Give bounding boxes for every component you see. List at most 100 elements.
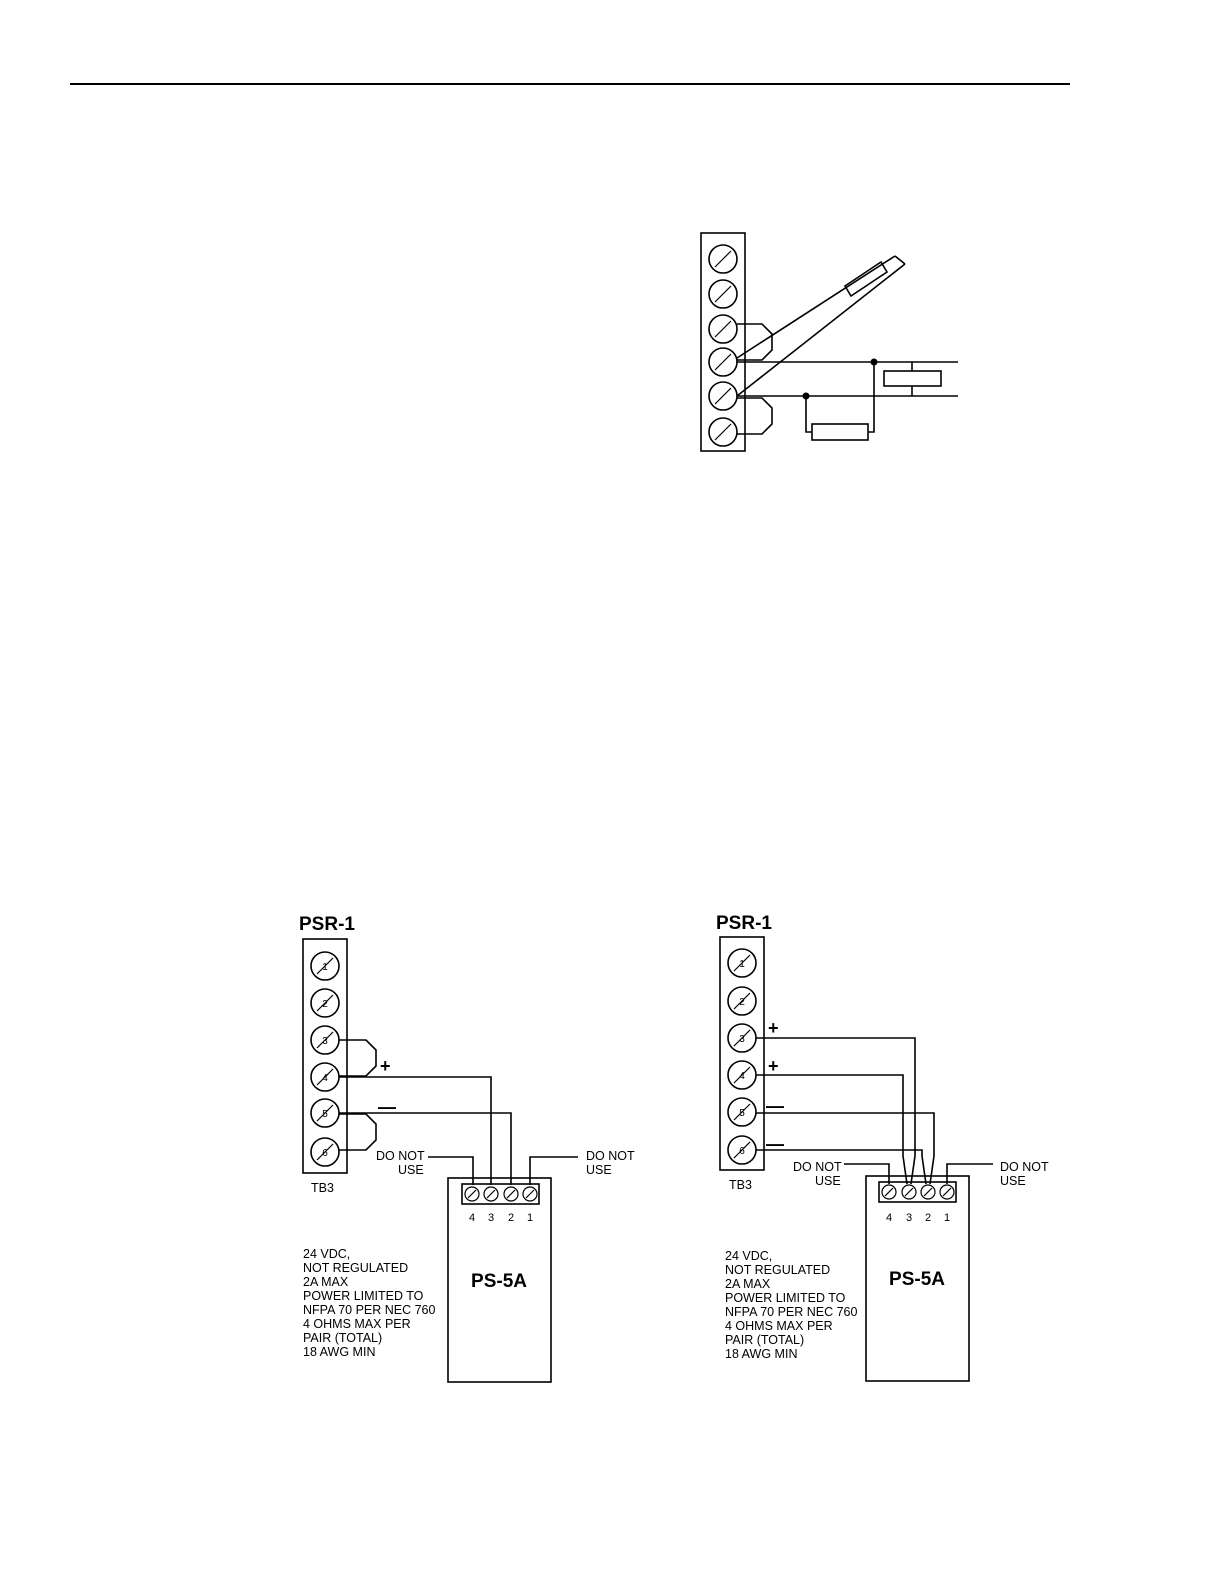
figure-b-jumper-5-6	[339, 1113, 377, 1151]
figure-c-do-not-use-lead-right	[946, 1163, 993, 1184]
figure-b-jumper-3-4	[339, 1039, 377, 1077]
figure-b-ps5a-terminal-strip	[461, 1183, 540, 1205]
figure-b-spec-line-3: 2A MAX	[303, 1275, 349, 1289]
figure-c-spec-line-7: PAIR (TOTAL)	[725, 1333, 804, 1347]
figure-c-terminal-block	[719, 936, 765, 1171]
figure-c-do-not-use-left-line1: DO NOT	[793, 1160, 842, 1174]
figure-c-screw-3: 3	[727, 1023, 757, 1053]
figure-b-screw-5: 5	[310, 1098, 340, 1128]
figure-c-spec-line-5: NFPA 70 PER NEC 760	[725, 1305, 858, 1319]
figure-b-ps5a-screw-1	[522, 1186, 538, 1202]
figure-c-ps5a-screw-4	[881, 1184, 897, 1200]
figure-c-wire-terminal-5	[756, 1112, 935, 1185]
figure-c-ps5a-terminal-1: 1	[944, 1212, 950, 1224]
figure-b-screw-3: 3	[310, 1025, 340, 1055]
figure-c-spec-line-4: POWER LIMITED TO	[725, 1291, 846, 1305]
figure-a-terminal-diagram	[700, 232, 958, 452]
figure-a-cable-edge-upper	[736, 255, 896, 359]
figure-b-screw-4: 4	[310, 1062, 340, 1092]
figure-c-do-not-use-lead-left	[844, 1163, 890, 1184]
figure-c-wire-terminal-6	[756, 1149, 927, 1185]
figure-a-resistor-loop	[805, 362, 875, 433]
figure-b-do-not-use-right-line2: USE	[586, 1163, 612, 1177]
figure-a-resistor-bottom	[811, 423, 869, 441]
figure-b-plus-sign: +	[380, 1056, 391, 1076]
figure-c-plus-sign-4: +	[768, 1056, 779, 1076]
figure-c-minus-sign-5: —	[766, 1096, 784, 1116]
figure-a-jumper-3-4	[737, 323, 773, 361]
figure-b-screw-1: 1	[310, 951, 340, 981]
figure-a-resistor-vertical	[883, 370, 942, 387]
figure-b-spec-line-6: 4 OHMS MAX PER	[303, 1317, 411, 1331]
figure-c-ps5a-terminal-4: 4	[886, 1212, 892, 1224]
figure-b-screw-1-number: 1	[322, 962, 328, 973]
figure-a-terminal-block	[700, 232, 746, 452]
figure-c-screw-5-number: 5	[739, 1108, 745, 1119]
figure-b-screw-5-number: 5	[322, 1109, 328, 1120]
figure-b-do-not-use-left-line1: DO NOT	[376, 1149, 425, 1163]
figure-b-spec-line-7: PAIR (TOTAL)	[303, 1331, 382, 1345]
figure-c-ps5a-screws	[881, 1184, 955, 1200]
figure-c-ps5a-screw-2	[920, 1184, 936, 1200]
figure-a-jumper-5-6	[737, 397, 773, 435]
figure-b-ps5a-screws	[464, 1186, 538, 1202]
figure-a-screw-1	[708, 244, 738, 274]
figure-b-spec-line-1: 24 VDC,	[303, 1247, 350, 1261]
figure-c-screws: 1 2 3 4 5 6	[727, 948, 757, 1165]
figure-b-do-not-use-lead-left	[428, 1156, 474, 1185]
figure-c-ps5a-screw-1	[939, 1184, 955, 1200]
figure-c-screw-1-number: 1	[739, 959, 745, 970]
figure-b-ps5a-name: PS-5A	[471, 1271, 527, 1292]
figure-b-title: PSR-1	[299, 914, 355, 935]
figure-a-cable-end	[894, 255, 906, 265]
figure-b-ps5a-terminal-4: 4	[469, 1212, 475, 1224]
figure-c-screw-2-number: 2	[739, 997, 745, 1008]
figure-b-psr1-single: PSR-1 TB3 1 2 3 4 5 6 + — DO NOT USE DO …	[299, 914, 635, 1383]
figure-a-screw-3	[708, 314, 738, 344]
figure-c-spec-line-2: NOT REGULATED	[725, 1263, 830, 1277]
figure-c-ps5a-terminal-3: 3	[906, 1212, 912, 1224]
figure-b-do-not-use-lead-right	[529, 1156, 578, 1185]
figure-a-terminal-screws	[708, 244, 738, 447]
figure-b-ps5a-terminal-3: 3	[488, 1212, 494, 1224]
figure-b-screw-2-number: 2	[322, 999, 328, 1010]
figure-b-ps5a-terminal-2: 2	[508, 1212, 514, 1224]
figure-b-terminal-block	[302, 938, 348, 1174]
figure-c-spec-line-1: 24 VDC,	[725, 1249, 772, 1263]
figure-c-spec-line-8: 18 AWG MIN	[725, 1347, 797, 1361]
figure-c-spec-line-3: 2A MAX	[725, 1277, 771, 1291]
figure-b-wire-negative	[339, 1112, 512, 1185]
figure-b-ps5a-screw-3	[483, 1186, 499, 1202]
figure-b-spec-notes: 24 VDC, NOT REGULATED 2A MAX POWER LIMIT…	[303, 1247, 436, 1359]
figure-c-do-not-use-left-line2: USE	[815, 1174, 841, 1188]
figure-c-psr1-dual: PSR-1 TB3 1 2 3 4 5 6 + + — — DO NOT USE…	[716, 913, 1049, 1382]
figure-c-wire-terminal-3	[756, 1037, 916, 1185]
figure-b-spec-line-5: NFPA 70 PER NEC 760	[303, 1303, 436, 1317]
figure-c-screw-5: 5	[727, 1097, 757, 1127]
figure-c-ps5a-terminal-2: 2	[925, 1212, 931, 1224]
figure-b-screws: 1 2 3 4 5 6	[310, 951, 340, 1167]
figure-c-screw-1: 1	[727, 948, 757, 978]
figure-b-do-not-use-left-line2: USE	[398, 1163, 424, 1177]
figure-c-block-label: TB3	[729, 1178, 752, 1192]
figure-c-screw-4-number: 4	[739, 1071, 745, 1082]
figure-c-plus-sign-3: +	[768, 1018, 779, 1038]
figure-a-cable-edge-lower	[736, 263, 906, 397]
figure-c-screw-2: 2	[727, 986, 757, 1016]
figure-a-screw-4	[708, 347, 738, 377]
figure-b-spec-line-2: NOT REGULATED	[303, 1261, 408, 1275]
figure-a-screw-5	[708, 381, 738, 411]
figure-c-ps5a-terminal-strip	[878, 1181, 957, 1203]
figure-c-do-not-use-right-line1: DO NOT	[1000, 1160, 1049, 1174]
figure-a-cable-device	[843, 260, 889, 298]
figure-c-title: PSR-1	[716, 913, 772, 934]
figure-b-block-label: TB3	[311, 1181, 334, 1195]
figure-a-screw-6	[708, 417, 738, 447]
figure-b-do-not-use-right-line1: DO NOT	[586, 1149, 635, 1163]
figure-b-wire-positive	[339, 1076, 492, 1185]
figure-c-ps5a-box	[865, 1175, 970, 1382]
figure-c-screw-6: 6	[727, 1135, 757, 1165]
figure-b-screw-4-number: 4	[322, 1073, 328, 1084]
figure-c-spec-line-6: 4 OHMS MAX PER	[725, 1319, 833, 1333]
